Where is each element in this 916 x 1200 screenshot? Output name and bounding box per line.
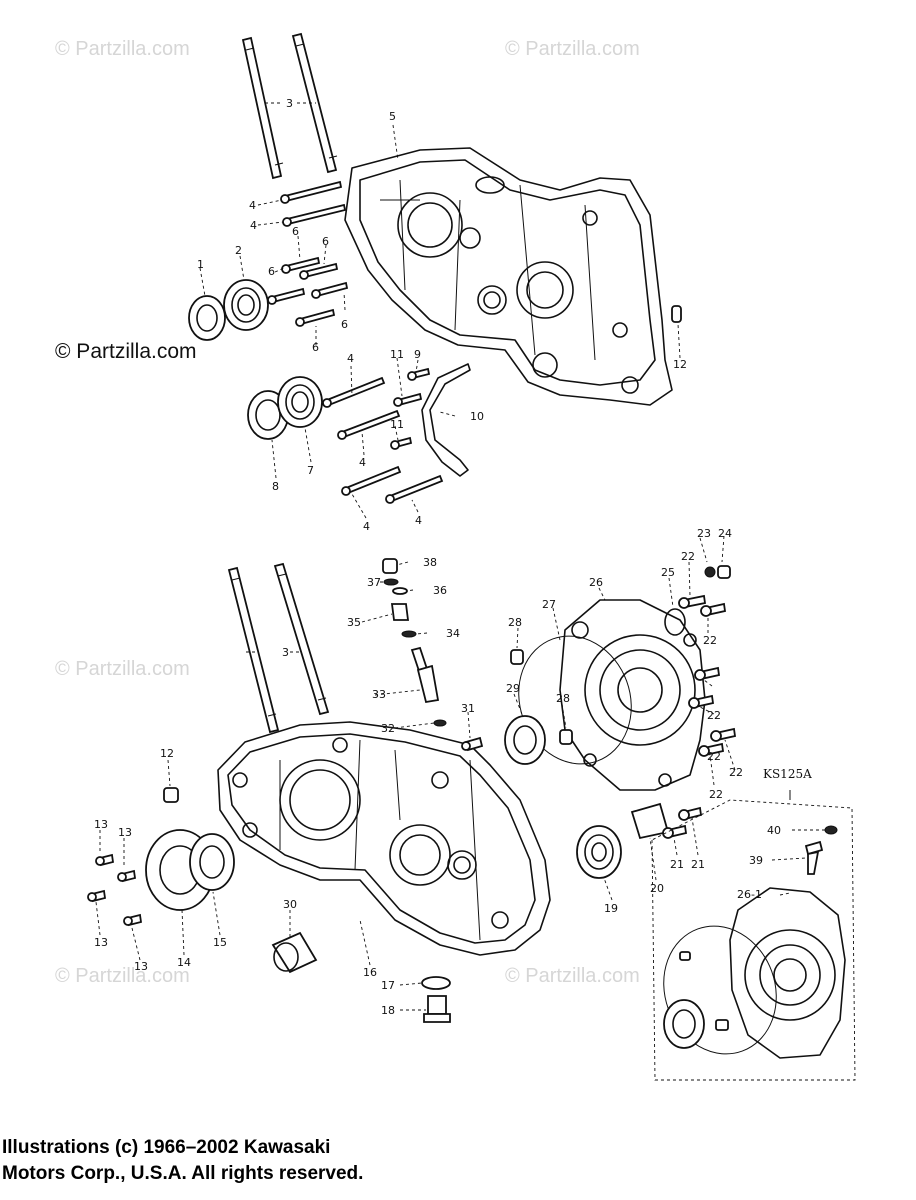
callout-39: 39 [749, 854, 763, 867]
callout-20: 20 [650, 882, 664, 895]
callout-33: 33 [372, 688, 386, 701]
bearing-seal-middle [247, 376, 323, 440]
stud-pair-lower [227, 562, 330, 734]
callout-2: 2 [235, 244, 242, 257]
ks125a-inset [651, 790, 856, 1081]
watermark-mid-left: © Partzilla.com [55, 658, 190, 680]
leader-lines [95, 102, 825, 1011]
callout-31: 31 [461, 702, 475, 715]
callout-23: 23 [697, 527, 711, 540]
callout-13: 13 [94, 818, 108, 831]
callout-26: 26 [589, 576, 603, 589]
callout-22: 22 [709, 788, 723, 801]
bolts-middle [322, 367, 444, 504]
callout-1: 1 [197, 258, 204, 271]
stud-pair-upper [241, 32, 338, 180]
callout-4: 4 [250, 219, 257, 232]
callout-4: 4 [415, 514, 422, 527]
callout-15: 15 [213, 936, 227, 949]
bolts-upper-left [267, 180, 349, 327]
callout-10: 10 [470, 410, 484, 423]
callout-4: 4 [347, 352, 354, 365]
watermark-top-right: © Partzilla.com [505, 38, 640, 60]
callout-14: 14 [177, 956, 191, 969]
callout-4: 4 [359, 456, 366, 469]
callout-4: 4 [249, 199, 256, 212]
callout-36: 36 [433, 584, 447, 597]
callout-13: 13 [94, 936, 108, 949]
callout-13: 13 [134, 960, 148, 973]
callout-6: 6 [312, 341, 319, 354]
callout-9: 9 [414, 348, 421, 361]
callout-32: 32 [381, 722, 395, 735]
bearing-right [576, 825, 622, 879]
watermark-top-left: © Partzilla.com [55, 38, 190, 60]
callout-29: 29 [506, 682, 520, 695]
callout-27: 27 [542, 598, 556, 611]
callout-21: 21 [691, 858, 705, 871]
dowel-pin-lower [163, 787, 179, 803]
callout-34: 34 [446, 627, 460, 640]
callout-26-1: 26-1 [737, 888, 762, 901]
callout-8: 8 [272, 480, 279, 493]
dowel-pin-upper [671, 305, 682, 323]
bearing-retainer-left [87, 829, 235, 927]
callout-24: 24 [718, 527, 732, 540]
callout-22: 22 [681, 550, 695, 563]
needle-bearing [271, 931, 318, 974]
callout-28: 28 [508, 616, 522, 629]
cover-bolts [664, 565, 737, 757]
callout-22: 22 [707, 750, 721, 763]
callout-labels: 3 5 4 4 6 6 6 6 6 1 2 12 4 11 9 10 11 8 … [94, 97, 812, 1017]
copyright-line-2: Motors Corp., U.S.A. All rights reserved… [2, 1163, 364, 1184]
callout-18: 18 [381, 1004, 395, 1017]
callout-13: 13 [118, 826, 132, 839]
callout-11: 11 [390, 418, 404, 431]
callout-19: 19 [604, 902, 618, 915]
callout-12: 12 [160, 747, 174, 760]
watermark-bottom-left: © Partzilla.com [55, 965, 190, 987]
callout-22: 22 [703, 634, 717, 647]
callout-38: 38 [423, 556, 437, 569]
callout-22: 22 [729, 766, 743, 779]
callout-35: 35 [347, 616, 361, 629]
callout-37: 37 [367, 576, 381, 589]
crankcase-upper-half [344, 147, 673, 406]
callout-3: 3 [286, 97, 293, 110]
callout-12: 12 [673, 358, 687, 371]
callout-4: 4 [363, 520, 370, 533]
watermark-bottom-right: © Partzilla.com [505, 965, 640, 987]
callout-7: 7 [307, 464, 314, 477]
callout-6: 6 [292, 225, 299, 238]
copyright-line-1: Illustrations (c) 1966–2002 Kawasaki [2, 1137, 331, 1158]
callout-6: 6 [322, 235, 329, 248]
callout-40: 40 [767, 824, 781, 837]
plate-and-bolts [630, 802, 703, 840]
callout-5: 5 [389, 110, 396, 123]
bearing-seal-upper [188, 279, 269, 341]
callout-6: 6 [341, 318, 348, 331]
shift-shaft-parts [382, 558, 484, 752]
seal-and-pins-right [504, 649, 573, 765]
watermark-primary: © Partzilla.com [55, 340, 197, 363]
guide-bracket [421, 363, 471, 477]
callout-16: 16 [363, 966, 377, 979]
callout-3: 3 [282, 646, 289, 659]
callout-28: 28 [556, 692, 570, 705]
callout-11: 11 [390, 348, 404, 361]
kit-label: KS125A [763, 767, 812, 781]
drain-plug [421, 976, 451, 1023]
callout-17: 17 [381, 979, 395, 992]
crankcase-lower-half [217, 721, 551, 956]
callout-6: 6 [268, 265, 275, 278]
callout-21: 21 [670, 858, 684, 871]
callout-30: 30 [283, 898, 297, 911]
callout-25: 25 [661, 566, 675, 579]
callout-22: 22 [707, 709, 721, 722]
